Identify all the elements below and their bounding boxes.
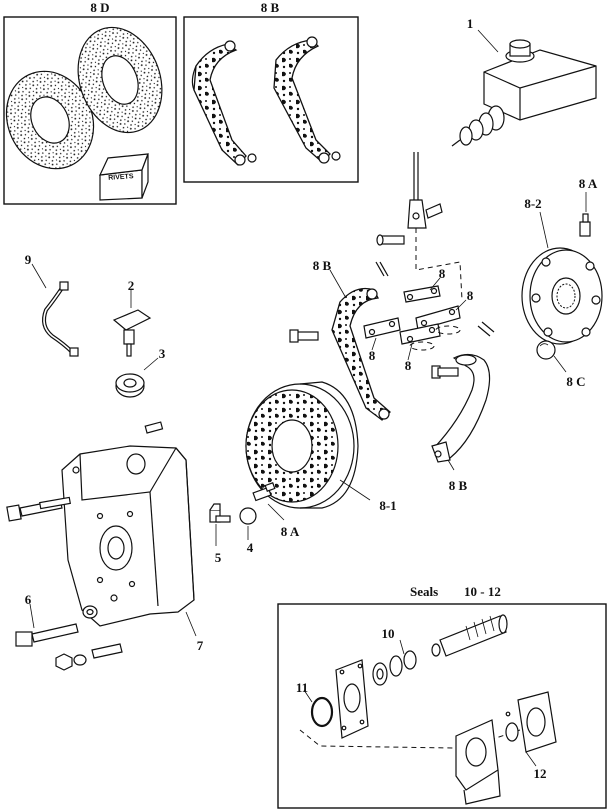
callout-8a-upper: 8 A <box>579 176 598 191</box>
shoe-kit-label: 8 B <box>261 0 280 15</box>
grease-fitting-top-icon: 8 A <box>579 176 598 237</box>
clevis-pin-icon <box>376 234 405 246</box>
callout-2: 2 <box>128 278 135 293</box>
callout-4: 4 <box>247 540 254 555</box>
rivets-label: RIVETS <box>108 173 134 182</box>
callout-9: 9 <box>25 252 32 267</box>
plug-icon: 4 <box>239 507 257 555</box>
oil-seal-icon: 3 <box>115 346 166 398</box>
seals-range: 10 - 12 <box>464 584 501 599</box>
callout-8a-lower: 8 A <box>281 524 300 539</box>
grease-fitting-icon: 5 <box>209 503 231 565</box>
brake-shoe-lower-icon: 8 B <box>431 353 491 493</box>
shoe-bolt-icon <box>289 329 319 343</box>
link-bolt-icon <box>431 365 459 379</box>
lining-disc-right-icon <box>77 26 163 134</box>
cotter-pin-icon <box>375 261 389 277</box>
lining-kit-frame <box>3 16 177 205</box>
callout-8b-upper: 8 B <box>313 258 332 273</box>
master-cylinder-icon: 1 <box>451 16 597 147</box>
callout-10: 10 <box>382 626 395 641</box>
callout-5: 5 <box>215 550 222 565</box>
callout-8-b: 8 <box>467 288 474 303</box>
callout-1: 1 <box>467 16 474 31</box>
seal-housing-icon <box>455 719 501 805</box>
callout-12: 12 <box>534 766 547 781</box>
grease-fitting-mid-icon: 8 A <box>252 482 300 539</box>
assembly-guide-line <box>415 228 463 301</box>
rivets-box-icon: RIVETS <box>98 153 149 201</box>
hub-icon: 8-2 <box>521 196 603 345</box>
mounting-bolt-icon: 6 <box>15 592 79 647</box>
callout-8-2: 8-2 <box>524 196 541 211</box>
seals-title-word: Seals <box>410 584 438 599</box>
stoplight-switch-icon: 2 <box>112 278 152 357</box>
washer-nut-icon <box>55 605 123 671</box>
lining-kit-panel: 8 D RIVETS <box>3 0 177 205</box>
callout-8-c: 8 <box>369 348 376 363</box>
seal-10-icon: 10 <box>372 626 417 686</box>
retainer-plate-icon: 12 <box>505 691 557 781</box>
brake-shoe-upper-icon: 8 B <box>313 258 391 421</box>
callout-6: 6 <box>25 592 32 607</box>
key-icon <box>144 421 164 434</box>
lining-kit-label: 8 D <box>90 0 109 15</box>
callout-7: 7 <box>197 638 204 653</box>
brake-hose-icon: 9 <box>25 252 79 357</box>
callout-8c: 8 C <box>566 374 585 389</box>
callout-8b-lower: 8 B <box>449 478 468 493</box>
seals-frame <box>277 603 607 809</box>
shoe-kit-frame <box>183 16 359 183</box>
brake-shoe-left-icon <box>191 40 257 166</box>
brake-housing-icon: 7 <box>61 445 204 653</box>
gasket-plate-icon <box>335 659 369 739</box>
brake-drum-icon: 8-1 <box>245 381 397 513</box>
master-cylinder-boot-icon <box>451 105 505 147</box>
brake-shoe-right-icon <box>273 36 341 164</box>
o-ring-icon: 11 <box>296 680 334 728</box>
ball-icon: 8 C <box>536 340 586 389</box>
callout-11: 11 <box>296 680 308 695</box>
callout-8-d: 8 <box>405 358 412 373</box>
callout-8-1: 8-1 <box>379 498 396 513</box>
link-plates-icon <box>363 285 495 351</box>
callout-8-a: 8 <box>439 266 446 281</box>
callout-3: 3 <box>159 346 166 361</box>
long-bolt-icon <box>6 496 71 522</box>
splined-shaft-icon <box>431 614 508 657</box>
lining-disc-left-icon <box>5 70 95 170</box>
shoe-kit-panel: 8 B <box>183 0 359 183</box>
seals-panel: Seals 10 - 12 10 11 <box>277 584 607 809</box>
clevis-rod-icon <box>407 152 443 229</box>
seals-title: Seals <box>410 584 438 599</box>
